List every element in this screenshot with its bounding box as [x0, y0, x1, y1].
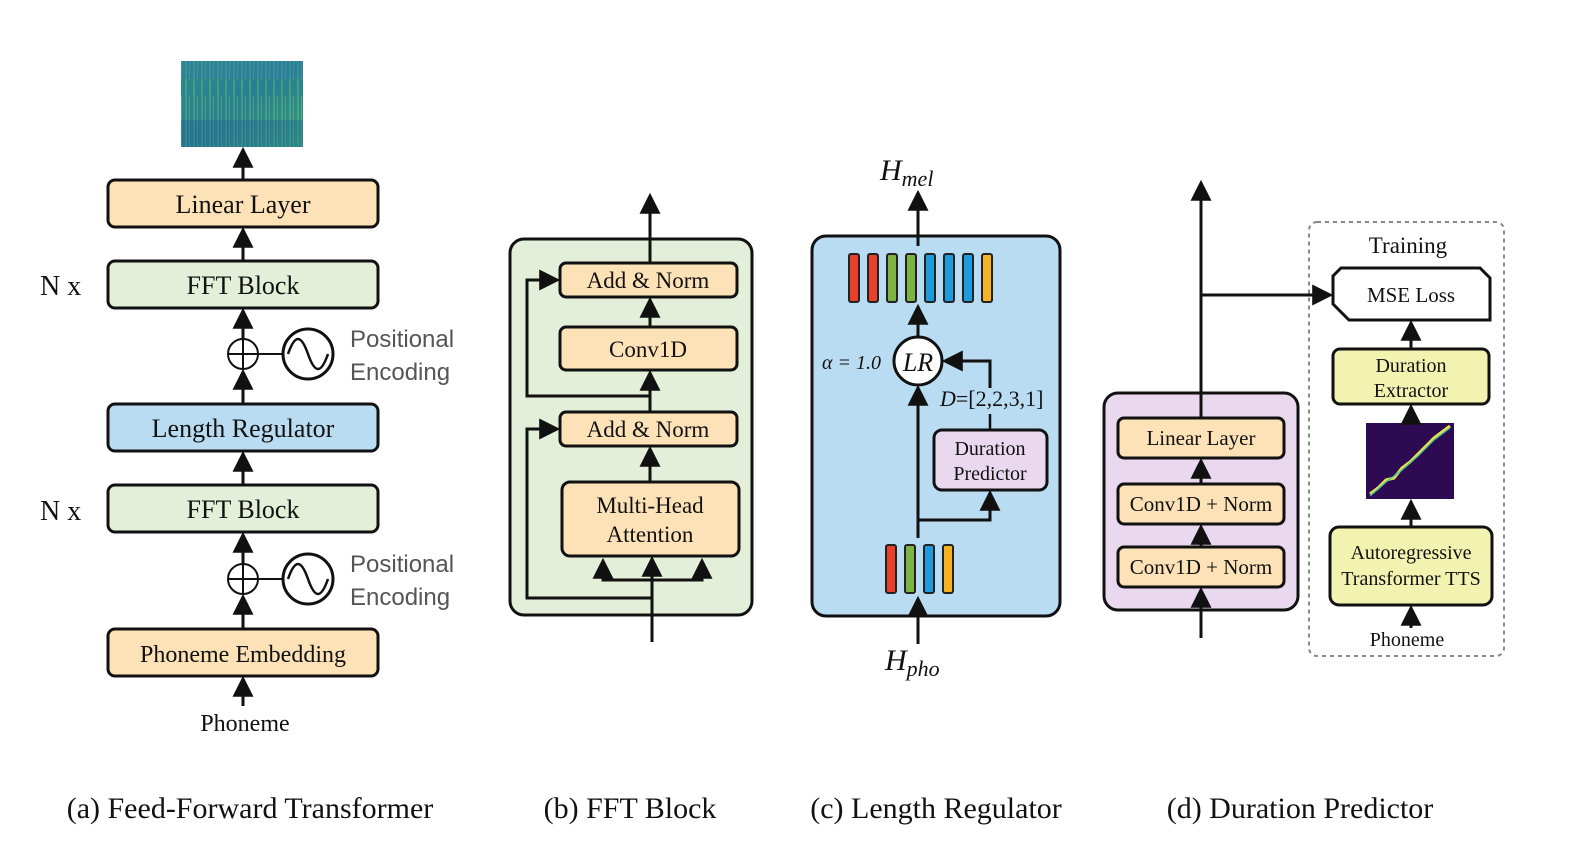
phoneme-d-label: Phoneme [1370, 629, 1445, 651]
linear-layer-label: Linear Layer [176, 190, 311, 219]
caption-a: (a) Feed-Forward Transformer [67, 792, 434, 825]
h-mel-label: Hmel [879, 154, 933, 191]
h-pho-label: Hpho [884, 644, 940, 681]
duration-extractor-line1: Duration [1375, 355, 1446, 377]
phoneme-bar-1 [904, 544, 916, 594]
fft-block-top-label: FFT Block [187, 271, 300, 300]
mel-frame-bars [848, 253, 993, 303]
phoneme-hidden-bars [885, 544, 954, 594]
caption-d: (d) Duration Predictor [1167, 792, 1434, 825]
mse-loss-label: MSE Loss [1367, 283, 1455, 307]
mel-frame-bar-4 [924, 253, 936, 303]
pos-enc-top-line2: Encoding [350, 359, 450, 386]
nx-bottom-label: N x [40, 496, 81, 527]
autoregressive-tts-block [1328, 525, 1494, 607]
panel-c-arrows [907, 189, 1001, 644]
phoneme-bar-0 [885, 544, 897, 594]
caption-b: (b) FFT Block [544, 792, 717, 825]
mha-label-line1: Multi-Head [596, 493, 704, 518]
conv-norm-top-label: Conv1D + Norm [1130, 492, 1273, 516]
alpha-label: α = 1.0 [822, 352, 881, 374]
mel-frame-bar-1 [867, 253, 879, 303]
mel-frame-bar-3 [905, 253, 917, 303]
phoneme-bar-2 [923, 544, 935, 594]
phoneme-input-label: Phoneme [200, 711, 289, 737]
mel-frame-bar-5 [943, 253, 955, 303]
conv-norm-bottom-label: Conv1D + Norm [1130, 555, 1273, 579]
mel-frame-bar-2 [886, 253, 898, 303]
duration-extractor-line2: Extractor [1374, 380, 1449, 402]
mha-label-line2: Attention [607, 522, 694, 547]
lr-operator-label: LR [902, 348, 933, 377]
duration-predictor-line1: Duration [954, 438, 1025, 460]
add-norm-top-label: Add & Norm [587, 268, 710, 293]
nx-top-label: N x [40, 271, 81, 302]
conv1d-label: Conv1D [609, 337, 687, 362]
mel-spectrogram-image [181, 61, 303, 147]
phoneme-bar-3 [942, 544, 954, 594]
phoneme-embedding-label: Phoneme Embedding [140, 642, 346, 668]
mel-frame-bar-7 [981, 253, 993, 303]
training-dashed-box [1308, 221, 1505, 657]
pos-enc-bottom-line2: Encoding [350, 584, 450, 611]
mel-frame-bar-6 [962, 253, 974, 303]
panel-b-fft-block: Add & Norm Conv1D Add & Norm Multi-Head … [508, 192, 754, 825]
ar-tts-line2: Transformer TTS [1341, 568, 1480, 590]
length-regulator-container [810, 234, 1062, 618]
linear-layer-d-label: Linear Layer [1146, 426, 1255, 450]
attention-alignment-image [1366, 423, 1454, 499]
panel-b-arrows [525, 192, 713, 642]
add-norm-bottom-label: Add & Norm [587, 417, 710, 442]
length-regulator-label: Length Regulator [152, 414, 335, 443]
duration-sequence-label: D=[2,2,3,1] [939, 386, 1043, 411]
caption-c: (c) Length Regulator [810, 792, 1062, 825]
mel-frame-bar-0 [848, 253, 860, 303]
panel-d-arrows [1190, 179, 1422, 638]
panel-d-duration-predictor: Linear Layer Conv1D + Norm Conv1D + Norm… [1102, 179, 1505, 825]
fft-block-bottom-label: FFT Block [187, 495, 300, 524]
ar-tts-line1: Autoregressive [1350, 542, 1471, 564]
panel-a-feed-forward-transformer: Linear Layer FFT Block N x Positional En… [40, 61, 454, 825]
pos-enc-top-line1: Positional [350, 326, 454, 353]
duration-predictor-line2: Predictor [953, 463, 1027, 485]
panel-c-length-regulator: Hmel LR α = 1.0 D=[2,2,3,1] Duration Pre… [810, 154, 1062, 825]
pos-enc-bottom-line1: Positional [350, 551, 454, 578]
training-label: Training [1369, 233, 1448, 258]
